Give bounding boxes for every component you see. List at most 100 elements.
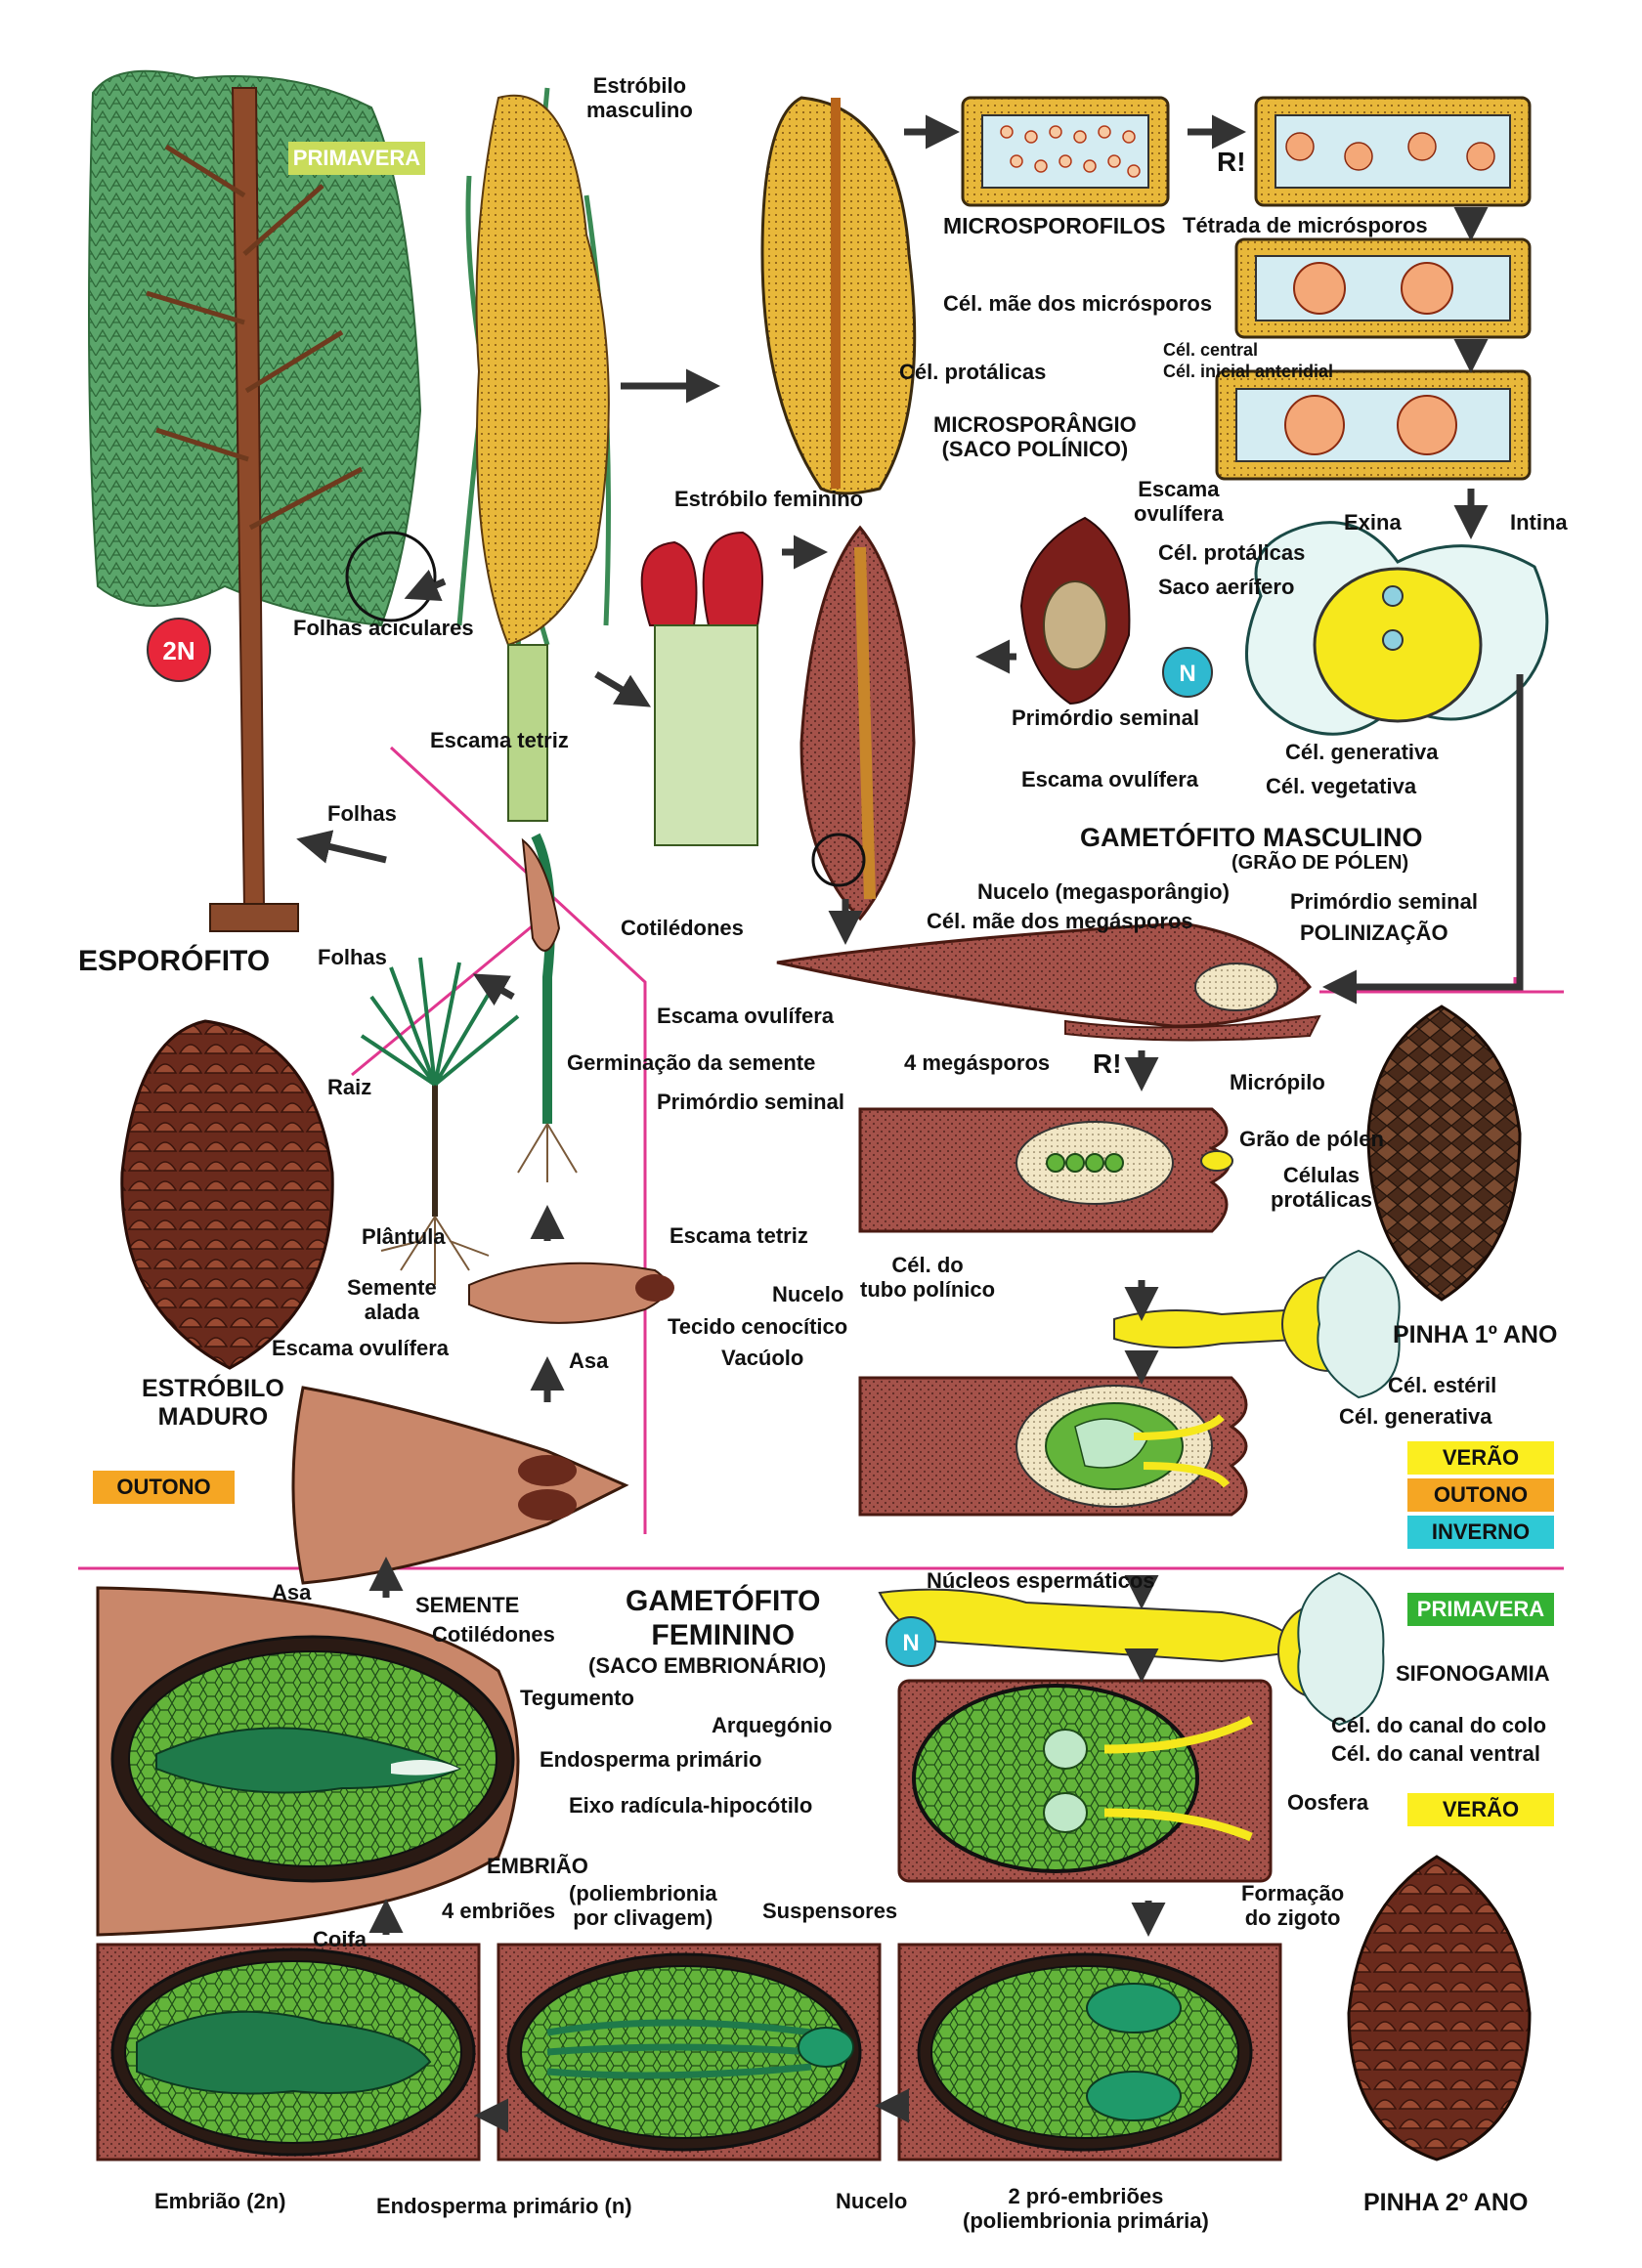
- label-escama-ovulifera-top: Escama ovulífera: [1134, 477, 1224, 527]
- label-escama-tetriz-2: Escama tetriz: [670, 1223, 808, 1248]
- ploidy-n-circle-top: N: [1162, 647, 1213, 698]
- svg-text:N: N: [902, 1630, 919, 1656]
- label-folhas-1: Folhas: [327, 801, 397, 826]
- pinha-2-ano: [1347, 1855, 1532, 2161]
- label-grao-polen: (GRÃO DE PÓLEN): [1232, 852, 1409, 874]
- label-estrobilo-masculino: Estróbilo masculino: [586, 73, 693, 123]
- label-nucleos-espermaticos: Núcleos espermáticos: [927, 1568, 1155, 1593]
- label-micropilo: Micrópilo: [1230, 1070, 1325, 1094]
- label-intina: Intina: [1510, 510, 1568, 535]
- label-nucelo-2: Nucelo: [836, 2189, 908, 2213]
- label-tecido-cenocitico: Tecido cenocítico: [668, 1314, 848, 1339]
- microsporangium-stages: [961, 96, 1532, 481]
- label-cel-canal-colo: Cél. do canal do colo: [1331, 1713, 1547, 1737]
- label-embriao: EMBRIÃO: [487, 1854, 588, 1878]
- female-cones: [640, 516, 1131, 921]
- label-folhas-2: Folhas: [318, 945, 387, 969]
- label-asa: Asa: [569, 1348, 609, 1373]
- label-grao-polen-2: Grão de pólen: [1239, 1127, 1384, 1151]
- seed-section: [96, 1586, 520, 1937]
- winged-seed: [291, 1262, 674, 1585]
- label-cotiledones: Cotilédones: [621, 916, 744, 940]
- label-oosfera: Oosfera: [1287, 1790, 1369, 1815]
- label-cel-vegetativa: Cél. vegetativa: [1266, 774, 1417, 798]
- label-cel-mae-megasporos: Cél. mãe dos megásporos: [927, 909, 1193, 933]
- label-semente: SEMENTE: [415, 1593, 520, 1617]
- label-nucelo: Nucelo: [772, 1282, 844, 1306]
- label-pinha-2: PINHA 2º ANO: [1363, 2189, 1529, 2216]
- label-endosperma-n: Endosperma primário (n): [376, 2194, 632, 2218]
- label-escama-tetriz: Escama tetriz: [430, 728, 569, 752]
- label-coifa: Coifa: [313, 1927, 367, 1951]
- embryo-panels: [96, 1943, 1282, 2161]
- label-sifonogamia: SIFONOGAMIA: [1396, 1661, 1550, 1686]
- ploidy-2n-circle: 2N: [147, 618, 211, 682]
- label-exina: Exina: [1344, 510, 1402, 535]
- seedling: [360, 833, 578, 1285]
- pollen-grain: [1245, 521, 1549, 736]
- label-cel-tubo-polinico: Cél. do tubo polínico: [860, 1253, 996, 1303]
- svg-text:N: N: [1179, 661, 1195, 687]
- season-tag-verao: VERÃO: [1407, 1441, 1554, 1475]
- label-dois-pro-embrioes: 2 pró-embriões (poliembrionia primária): [963, 2184, 1209, 2234]
- label-nucelo-megasporangio: Nucelo (megasporângio): [977, 879, 1230, 904]
- pinha-1-ano: [1366, 1005, 1522, 1302]
- season-tag-inverno: INVERNO: [1407, 1516, 1554, 1549]
- label-estrobilo-maduro: ESTRÓBILO MADURO: [142, 1375, 284, 1431]
- label-estrobilo-feminino: Estróbilo feminino: [674, 487, 864, 511]
- male-strobilus-branch: [456, 87, 611, 822]
- label-cotiledones-2: Cotilédones: [432, 1622, 555, 1647]
- label-saco-embrionario: (SACO EMBRIONÁRIO): [588, 1653, 827, 1678]
- pollen-tube: [878, 1249, 1401, 1727]
- ploidy-n-circle-bottom: N: [886, 1616, 936, 1667]
- season-tag-outono-right: OUTONO: [1407, 1478, 1554, 1512]
- label-cel-central: Cél. central: [1163, 340, 1259, 360]
- label-cel-esteril: Cél. estéril: [1388, 1373, 1497, 1397]
- label-saco-aerifero: Saco aerífero: [1158, 575, 1295, 599]
- label-escama-ovulifera-2: Escama ovulífera: [657, 1004, 834, 1028]
- label-embriao-2n: Embrião (2n): [154, 2189, 286, 2213]
- ovule-panels: [858, 1107, 1248, 1517]
- meiosis-marker-male: R!: [1217, 147, 1246, 177]
- season-tag-primavera-right: PRIMAVERA: [1407, 1593, 1554, 1626]
- label-cel-canal-ventral: Cél. do canal ventral: [1331, 1741, 1540, 1766]
- label-microsporangio: MICROSPORÂNGIO (SACO POLÍNICO): [933, 412, 1137, 462]
- label-asa-2: Asa: [272, 1580, 312, 1605]
- label-suspensores: Suspensores: [762, 1899, 898, 1923]
- label-folhas-aciculares: Folhas aciculares: [293, 616, 474, 640]
- label-polinizacao: POLINIZAÇÃO: [1300, 920, 1448, 945]
- label-primordio-seminal-2: Primórdio seminal: [1290, 889, 1478, 914]
- label-endosperma-primario: Endosperma primário: [540, 1747, 762, 1772]
- label-tegumento: Tegumento: [520, 1686, 634, 1710]
- label-primordio-seminal-3: Primórdio seminal: [657, 1090, 844, 1114]
- label-escama-ovulifera: Escama ovulífera: [1021, 767, 1198, 792]
- ovuliferous-scale: [776, 921, 1321, 1042]
- label-cel-protalicas-2: Cél. protálicas: [1158, 540, 1306, 565]
- pine-tree-sporophyte: [88, 69, 437, 932]
- label-microsporofilos: MICROSPOROFILOS: [943, 213, 1166, 238]
- label-gametofito-masculino: GAMETÓFITO MASCULINO: [1080, 823, 1423, 852]
- label-plantula: Plântula: [362, 1224, 446, 1249]
- label-cel-protalicas: Cél. protálicas: [899, 360, 1047, 384]
- archegonium-panel: [897, 1679, 1273, 1883]
- male-cone-section: [760, 96, 917, 495]
- label-quatro-embrioes: 4 embriões: [442, 1899, 556, 1923]
- label-gametofito-feminino: GAMETÓFITO FEMININO: [626, 1585, 821, 1651]
- label-celulas-protalicas: Células protálicas: [1271, 1163, 1372, 1213]
- label-germinacao: Germinação da semente: [567, 1050, 816, 1075]
- label-esporofito: ESPORÓFITO: [78, 945, 271, 977]
- flow-arrows: [296, 114, 1524, 2133]
- label-pinha-1: PINHA 1º ANO: [1393, 1321, 1558, 1348]
- label-escama-ovulifera-3: Escama ovulífera: [272, 1336, 449, 1360]
- season-tag-primavera-top: PRIMAVERA: [288, 142, 425, 175]
- label-semente-alada: Semente alada: [347, 1275, 437, 1325]
- label-arquegonio: Arquegónio: [712, 1713, 833, 1737]
- label-cel-inicial-anteridial: Cél. inicial anteridial: [1163, 362, 1334, 381]
- label-raiz: Raiz: [327, 1075, 372, 1099]
- svg-text:2N: 2N: [162, 636, 194, 665]
- label-eixo: Eixo radícula-hipocótilo: [569, 1793, 813, 1818]
- label-cel-mae-microsporos: Cél. mãe dos micrósporos: [943, 291, 1213, 316]
- label-quatro-megasporos: 4 megásporos: [904, 1050, 1051, 1075]
- mature-cone: [120, 1019, 334, 1370]
